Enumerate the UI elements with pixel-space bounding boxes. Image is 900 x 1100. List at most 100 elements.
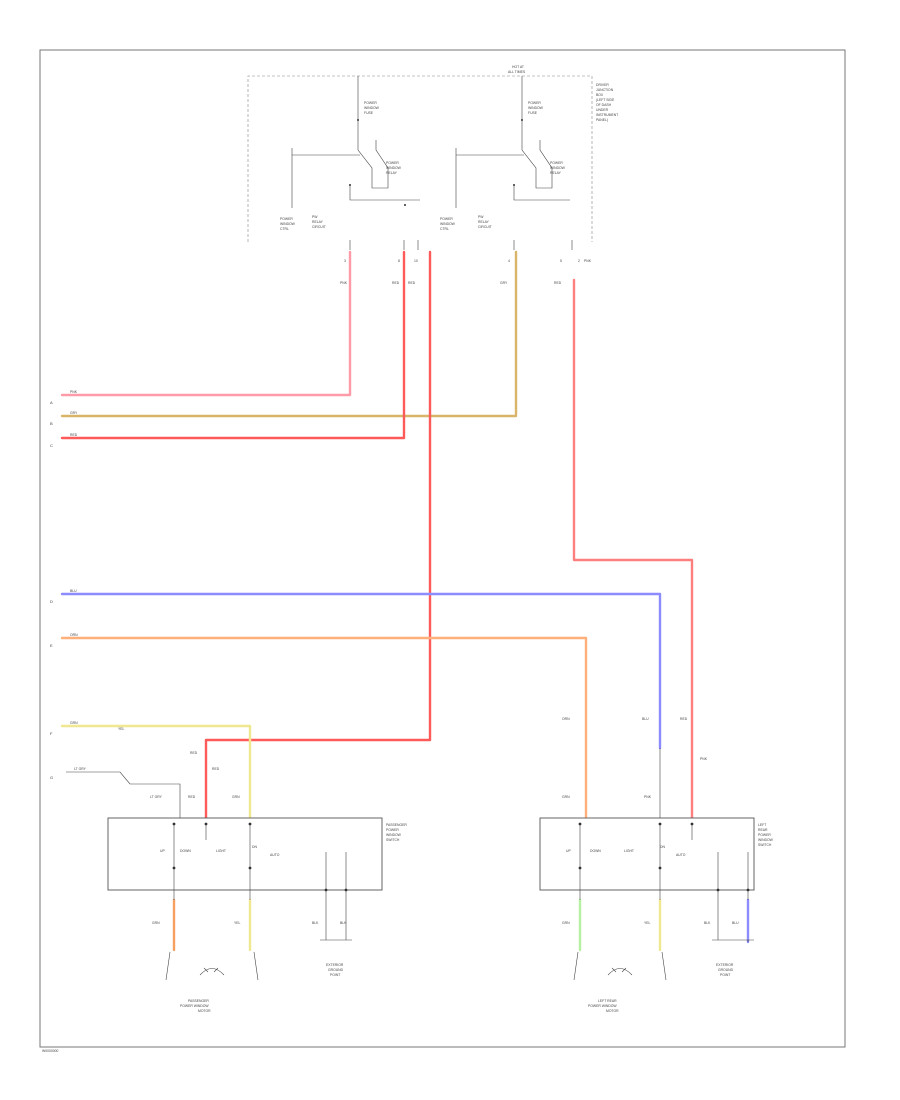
pin-10: 10 [414,259,418,263]
wire-red-long [204,250,432,820]
jb-label-5: UNDER [596,108,609,112]
jb-label-0: DRIVER [596,83,609,87]
wire-red-c [60,250,406,440]
left-connectors: A PNK B GRY C RED D BLU E ORN F GRN G LT… [50,390,181,818]
wire-tan-b [60,250,518,418]
relay-right-2: RELAY [550,171,562,175]
relay-right-1: WINDOW [550,166,566,170]
sw-left-label-2: WINDOW [386,833,402,837]
sw-right-label-4: SWITCH [758,843,772,847]
relay-left-1: WINDOW [386,166,402,170]
hot-label-1: HOT AT [512,65,524,69]
ground-right: EXTERIOR GROUND POINT [712,900,754,977]
fuse-right-2: FUSE [528,111,538,115]
fuse-left-0: POWER [364,101,377,105]
conn-d-code: BLU [70,589,77,593]
motor-right-0: LEFT REAR [598,999,617,1003]
wires [60,250,750,952]
fuse-left-1: WINDOW [364,106,380,110]
sub-right-b-1: RELAY [478,220,490,224]
relay-left-0: POWER [386,161,399,165]
pin-5: 5 [560,259,562,263]
footer-code: W0000000 [42,1049,59,1053]
wire-yellow-f [60,724,252,820]
sub-left-b-0: PW [312,215,318,219]
code-pin-8: RED [392,281,400,285]
conn-g-code: LT GRY [74,767,87,771]
sw-right-label-1: REAR [758,828,768,832]
conn-c-letter: C [50,443,53,448]
gnd-left-1: GROUND [328,968,344,972]
relay-right-0: POWER [550,161,563,165]
sw-right-code-2: RED [680,717,688,721]
conn-f-letter: F [50,731,53,736]
conn-e-code: ORN [70,633,78,637]
sub-left-2: CTRL [280,227,289,231]
sw-left-light: LIGHT [216,849,226,853]
sw-right-down: DOWN [590,849,601,853]
sw-right-code-3: GRN [562,795,570,799]
sub-left-0: POWER [280,217,293,221]
gnd-right-2: POINT [720,973,730,977]
sw-left-bot-1: YEL [234,921,241,925]
hot-label-2: ALL TIMES [508,70,526,74]
code-pin-2: PNK [584,259,592,263]
left-rear-window-motor: LEFT REAR POWER WINDOW MOTOR [573,951,667,1013]
sw-right-bot-2: BLK [704,921,711,925]
sw-left-bot-0: GRN [152,921,160,925]
jb-label-6: INSTRUMENT [596,113,618,117]
passenger-window-motor: PASSENGER POWER WINDOW MOTOR [165,951,259,1013]
code-pin-4: GRY [500,281,508,285]
gnd-right-0: EXTERIOR [716,963,734,967]
ground-left: EXTERIOR GROUND POINT [320,900,352,977]
sw-right-bot-3: BLU [732,921,739,925]
sw-left-code-5: YEL [118,727,125,731]
relay-left: POWER WINDOW RELAY POWER WINDOW CTRL PW … [280,120,420,231]
gnd-right-1: GROUND [718,968,734,972]
conn-g-letter: G [50,775,53,780]
sw-left-down: DOWN [180,849,191,853]
sw-right-up: UP [566,849,571,853]
sw-left-bot-3: BLK [340,921,347,925]
pin-2: 2 [578,259,580,263]
sw-right-code-4: PNK [644,795,652,799]
code-pin-3: PNK [340,281,348,285]
pin-4: 4 [508,259,510,263]
sw-right-code-5: PNK [700,757,708,761]
sw-left-label-3: SWITCH [386,838,400,842]
sw-right-code-1: BLU [642,717,649,721]
passenger-window-switch: RED RED LT GRY RED GRN YEL UP DOWN LIGHT… [107,727,407,1013]
wire-pink-a [60,250,352,397]
conn-e-letter: E [50,643,53,648]
sub-right-b-2: CIRCUIT [478,225,492,229]
jb-label-4: OF DASH [596,103,612,107]
sub-right-b-0: PW [478,215,484,219]
fuse-right-1: WINDOW [528,106,544,110]
pin-8: 8 [398,259,400,263]
sw-left-code-0: RED [190,751,198,755]
wire-lt-gry [66,771,181,818]
sw-left-label-0: PASSENGER [386,823,407,827]
conn-a-letter: A [50,400,53,405]
sw-right-dn: DN [660,845,665,849]
switch-left-body [107,817,383,891]
motor-right-2: MOTOR [606,1009,619,1013]
jb-label-2: BOX [596,93,604,97]
sw-left-code-2: LT GRY [150,795,163,799]
sub-right-2: CTRL [440,227,449,231]
sw-left-up: UP [160,849,165,853]
sw-right-bot-0: GRN [562,921,570,925]
jb-label-3: (LEFT SIDE [596,98,615,102]
left-rear-window-switch: ORN BLU RED GRN PNK PNK UP DOWN LIGHT DN… [539,717,774,1013]
jb-label-7: PANEL) [596,118,608,122]
motor-left-2: MOTOR [198,1009,211,1013]
wire-orange-e [60,636,588,820]
conn-c-code: RED [70,433,78,437]
code-pin-10: RED [408,281,416,285]
switch-right-body [539,817,755,891]
wire-red-right [572,278,694,820]
conn-d-letter: D [50,599,53,604]
conn-b-letter: B [50,421,53,426]
sw-left-code-4: GRN [232,795,240,799]
